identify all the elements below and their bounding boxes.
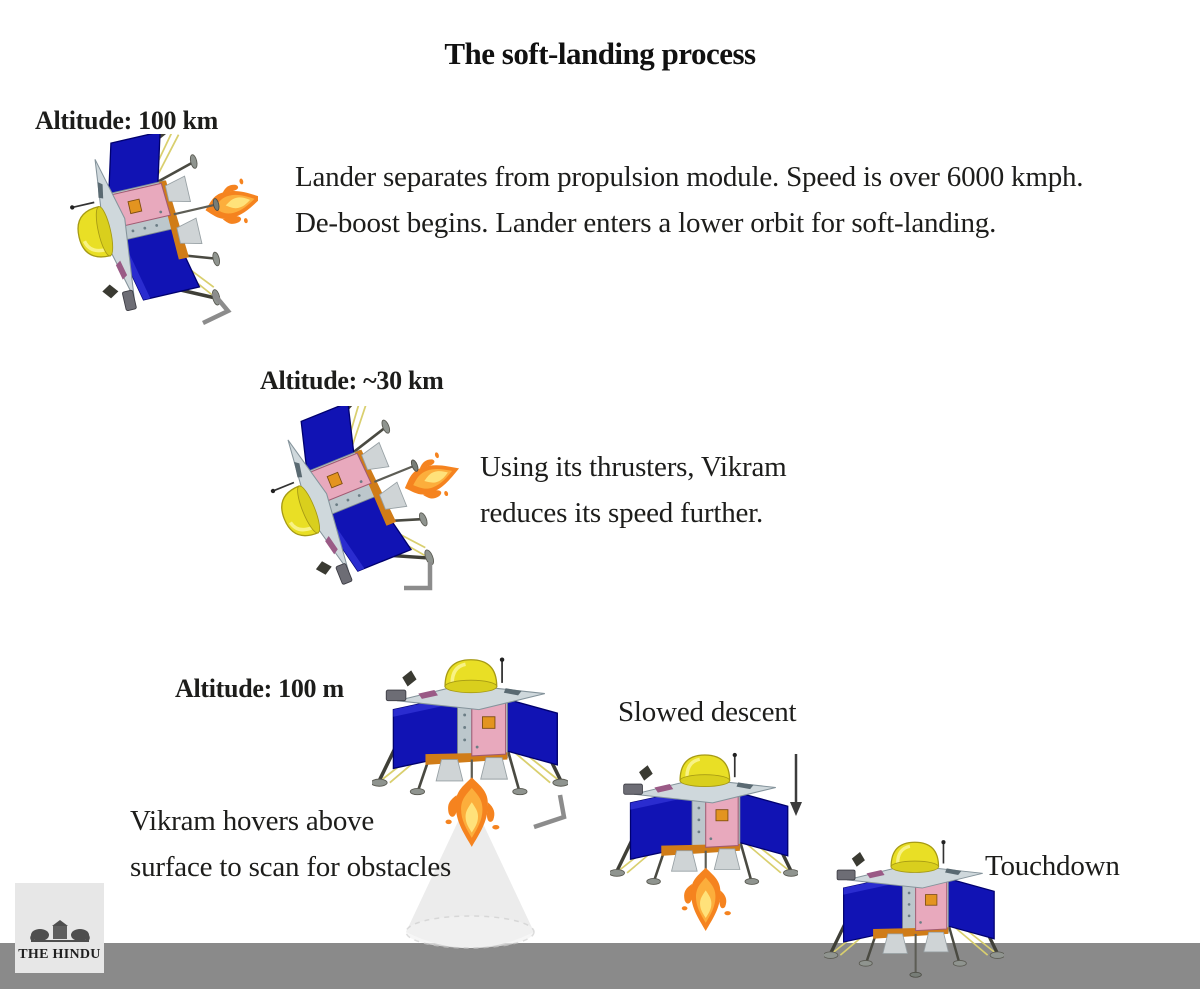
- stage4-lander-descent-illustration: [610, 751, 798, 932]
- stage5-label: Touchdown: [985, 850, 1120, 882]
- descent-arrow-icon: [790, 754, 802, 816]
- stage2-altitude-label: Altitude: ~30 km: [260, 366, 444, 395]
- stage1-altitude-label: Altitude: 100 km: [35, 106, 218, 135]
- trajectory-chevron-icon: [533, 794, 567, 830]
- stage1-description: Lander separates from propulsion module.…: [295, 161, 1084, 239]
- lunar-surface-ground: [0, 943, 1200, 989]
- trajectory-corner-icon: [404, 562, 433, 591]
- the-hindu-logo: THE HINDU: [15, 883, 104, 973]
- stage4-label: Slowed descent: [618, 696, 797, 728]
- the-hindu-logo-text: THE HINDU: [18, 947, 101, 962]
- scan-cone: [405, 796, 535, 949]
- stage3-altitude-label: Altitude: 100 m: [175, 674, 344, 703]
- the-hindu-emblem-icon: [29, 920, 90, 942]
- trajectory-chevron-icon: [202, 291, 232, 326]
- stage3-description: Vikram hovers above surface to scan for …: [130, 805, 452, 883]
- stage2-description: Using its thrusters, Vikram reduces its …: [480, 451, 787, 529]
- page-title: The soft-landing process: [444, 36, 756, 71]
- stage5-lander-touchdown-illustration: [824, 838, 1004, 979]
